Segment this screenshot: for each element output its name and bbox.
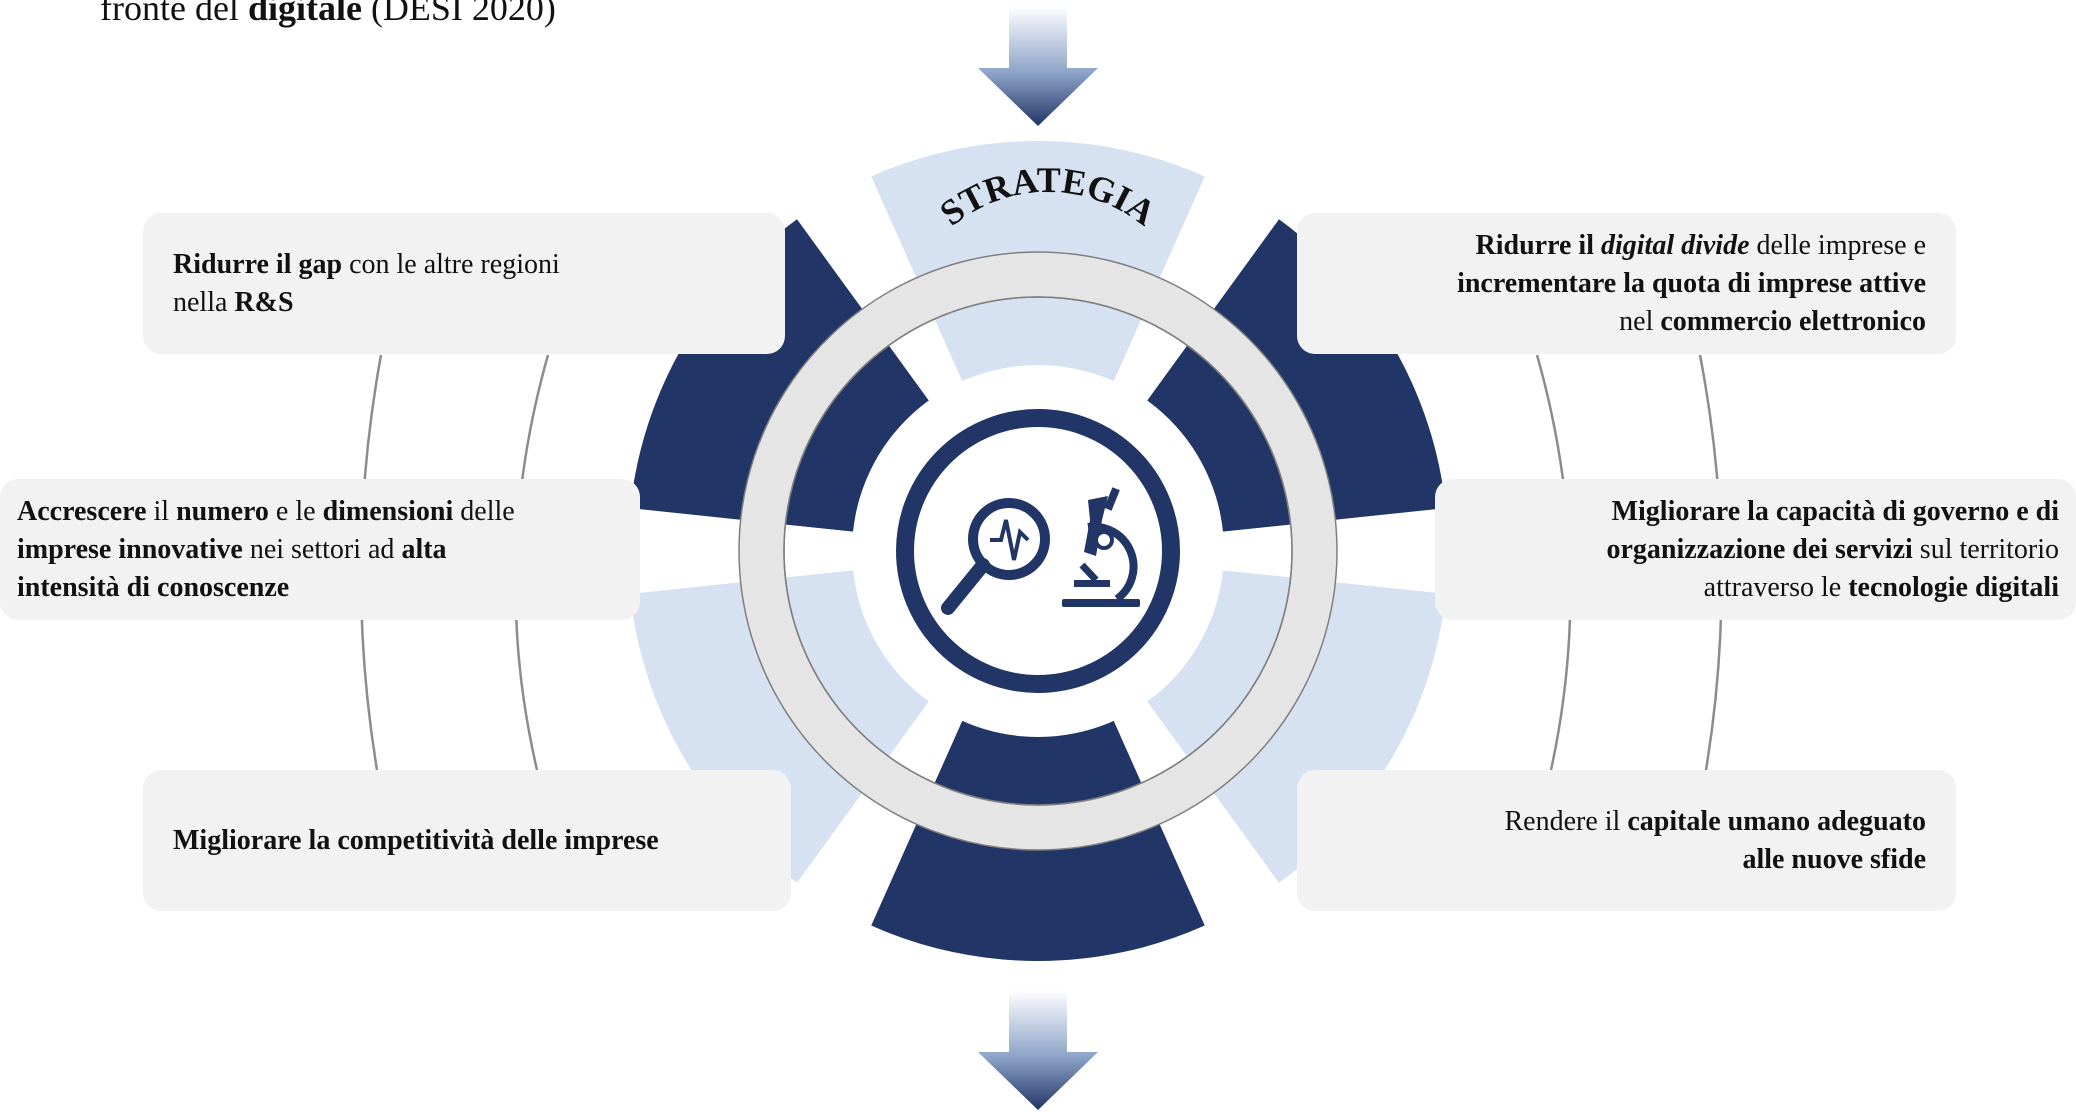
arrow-out-icon <box>978 990 1098 1110</box>
objective-text: Accrescere il numero e le dimensioni del… <box>17 495 515 603</box>
objective-text: Migliorare la competitività delle impres… <box>173 824 659 856</box>
objective-text: Ridurre il digital divide delle imprese … <box>1457 229 1926 337</box>
objective-box: Accrescere il numero e le dimensioni del… <box>0 479 640 620</box>
wheel-inner-sector <box>934 297 1142 382</box>
wheel-inner-sector <box>785 345 929 532</box>
header-text: fronte del digitale (DESI 2020) <box>100 0 556 28</box>
wheel-inner-sector <box>1147 345 1291 532</box>
wheel-inner-sector <box>934 720 1142 805</box>
microscope-icon <box>1062 487 1140 607</box>
wheel-inner-sectors <box>785 297 1291 805</box>
magnifier-chart-icon <box>941 498 1050 615</box>
wheel-inner-sector <box>1147 570 1291 757</box>
wheel-inner-sector <box>785 570 929 757</box>
objective-box: Ridurre il digital divide delle imprese … <box>1297 213 1956 354</box>
arrow-in-icon <box>978 6 1098 126</box>
objective-box: Migliorare la competitività delle impres… <box>143 770 791 911</box>
